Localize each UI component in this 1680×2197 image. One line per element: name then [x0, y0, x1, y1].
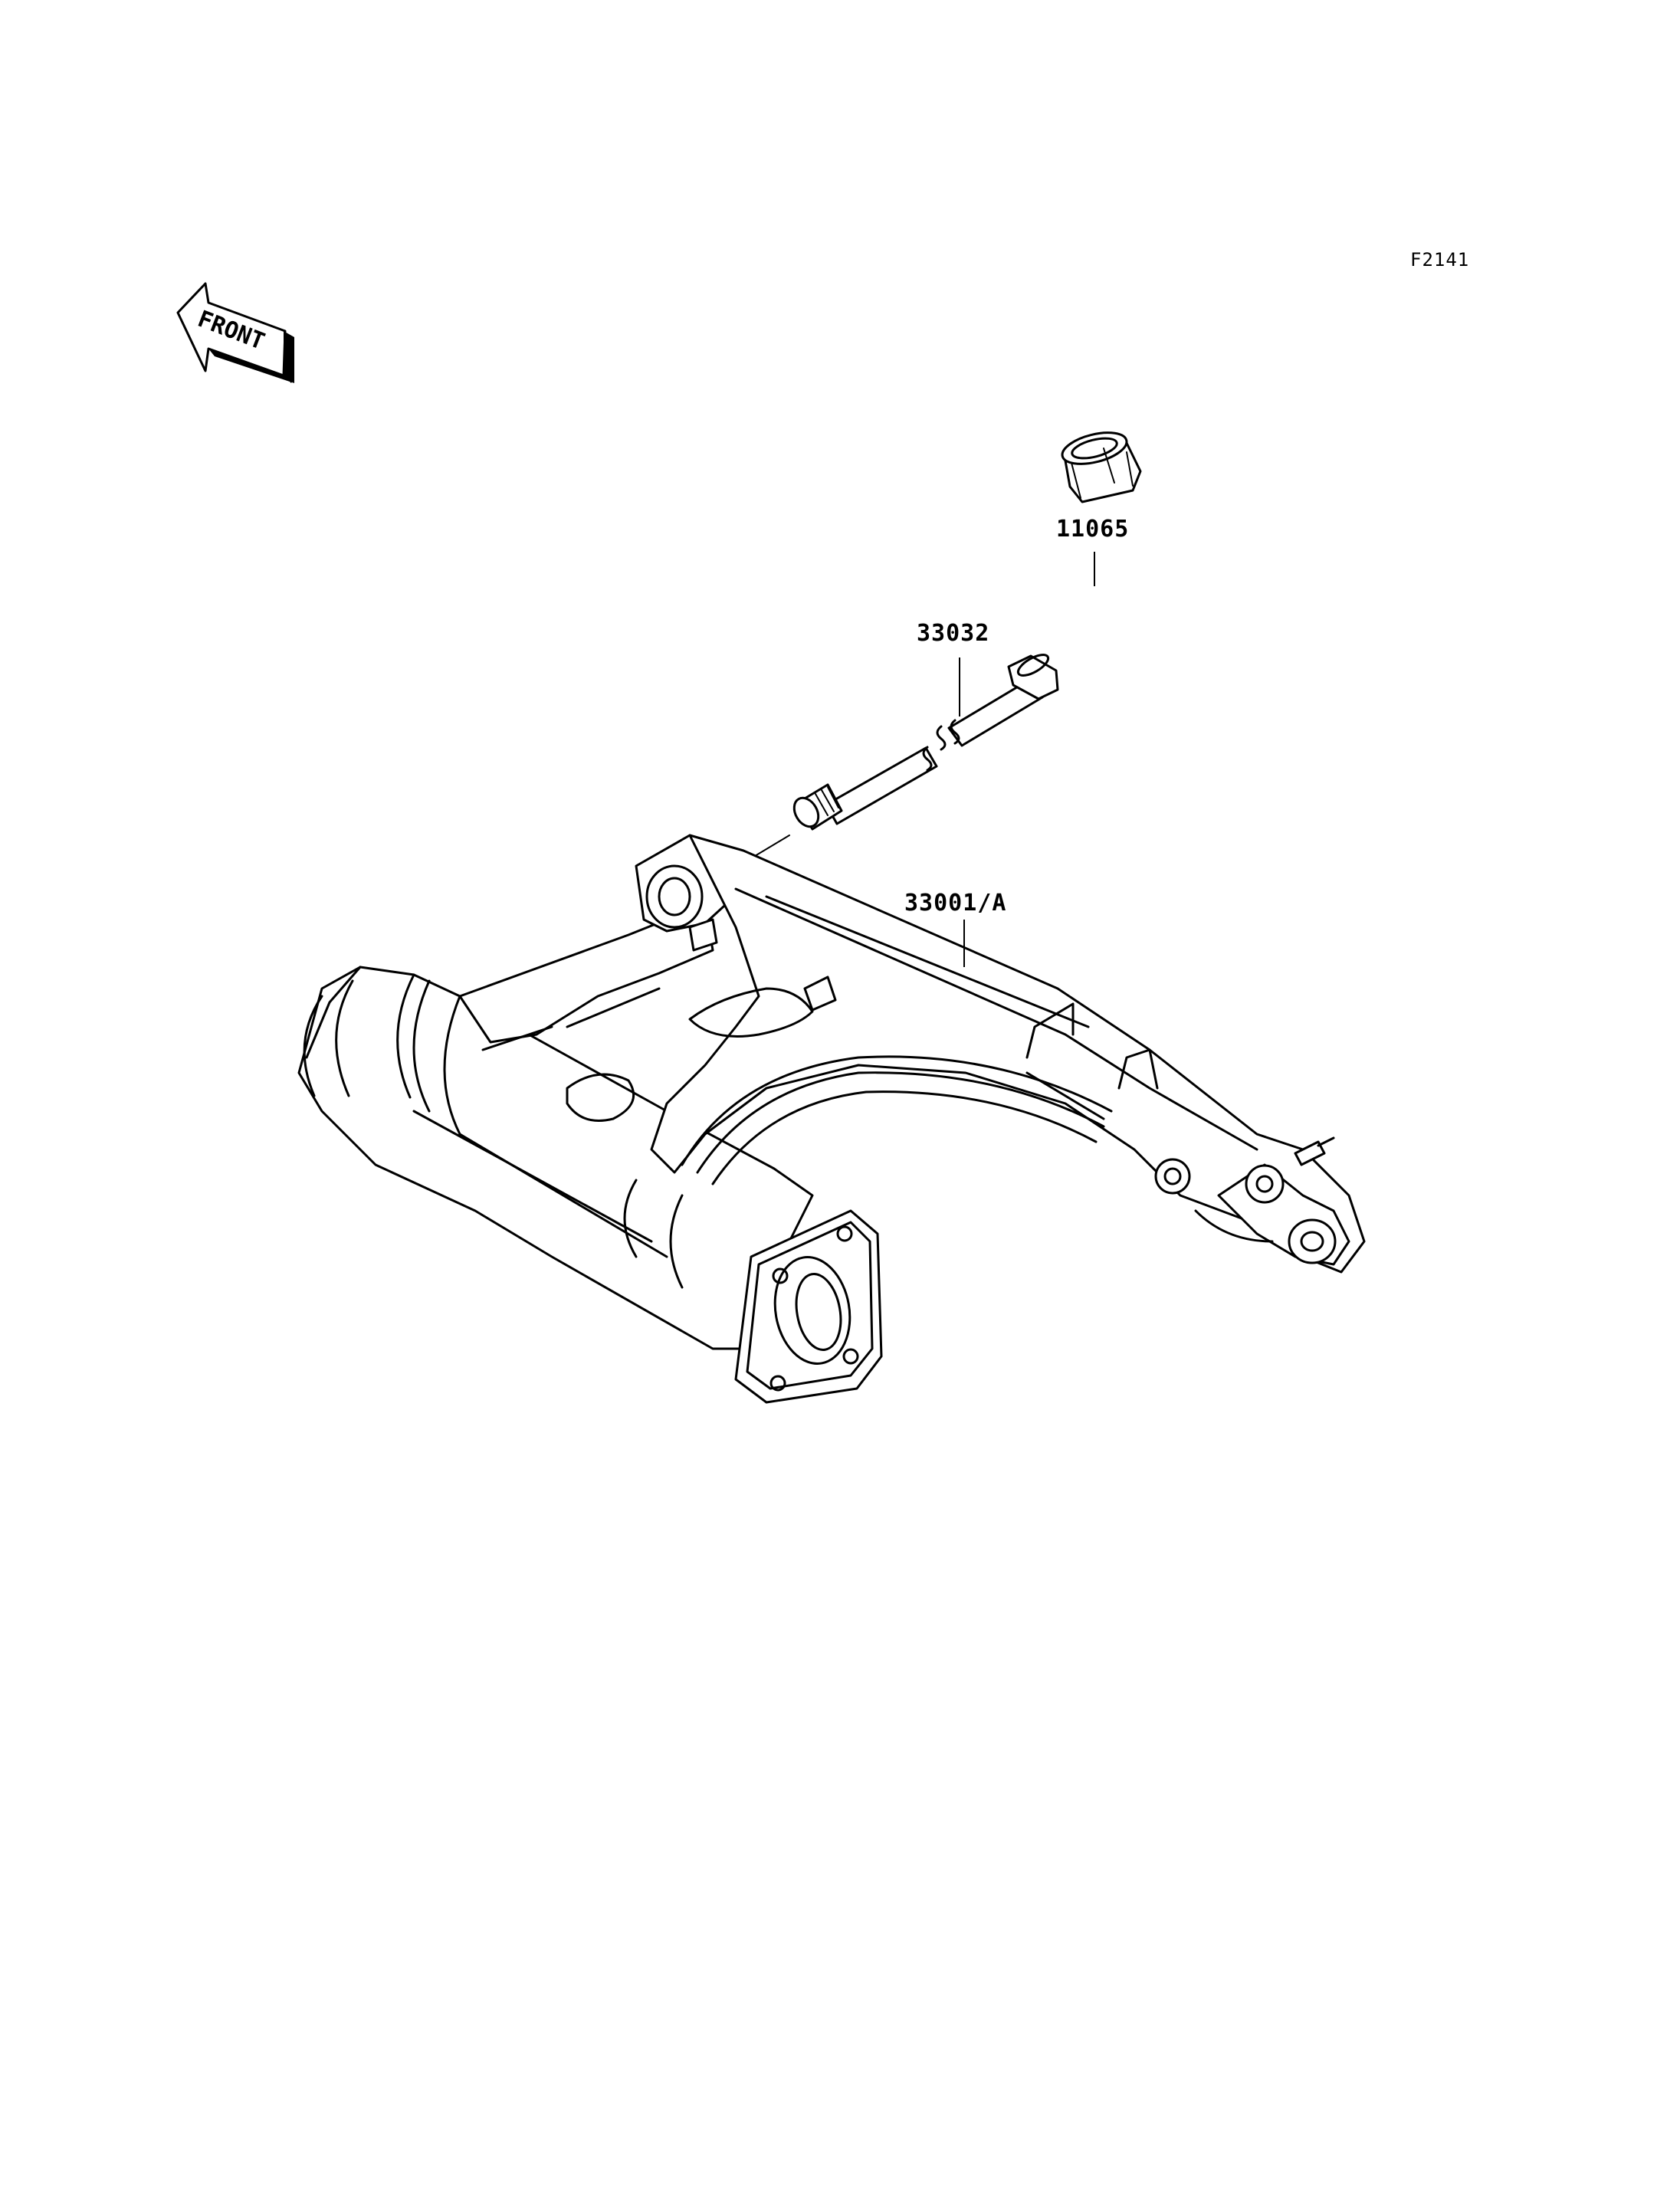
- collar-part: [1061, 431, 1142, 503]
- part-number-11065: 11065: [1056, 516, 1129, 543]
- figure-code: F2141: [1410, 249, 1469, 271]
- pivot-shaft-part: [689, 654, 1059, 896]
- part-number-33032: 33032: [917, 620, 989, 647]
- front-arrow-icon: FRONT: [176, 282, 294, 383]
- part-number-33001a: 33001/A: [904, 890, 1006, 917]
- swingarm-part: [297, 834, 1366, 1404]
